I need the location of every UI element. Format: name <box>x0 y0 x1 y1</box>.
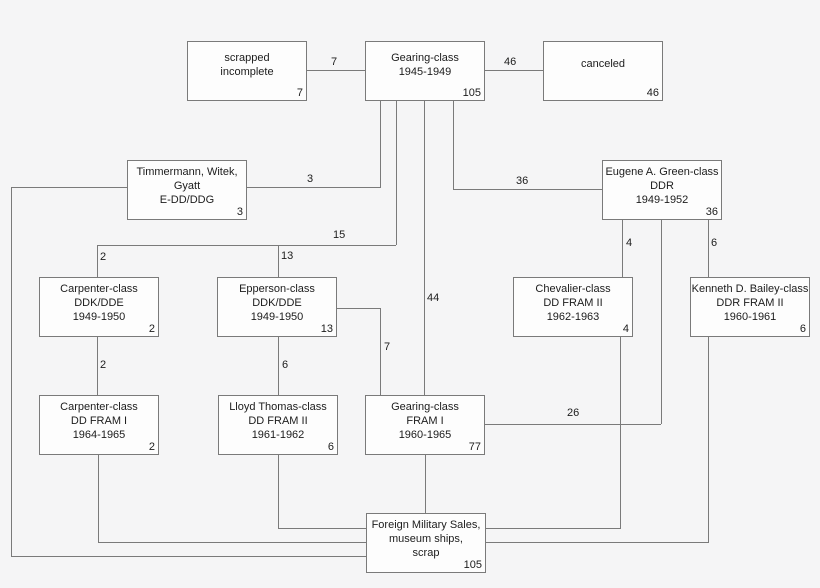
connector-lloydthomas-fms-v <box>278 455 279 528</box>
node-scrapped-incomplete: scrapped incomplete 7 <box>187 41 307 101</box>
node-title: Chevalier-class DD FRAM II 1962-1963 <box>535 283 611 323</box>
connector-chevalier-fms-v <box>620 337 621 529</box>
edge-label-epperson-gearingfram: 7 <box>384 341 391 353</box>
connector-carpenterfram-fms-h <box>98 542 366 543</box>
connector-gearing-timmermann-v <box>380 101 381 187</box>
node-count: 105 <box>463 559 482 571</box>
node-carpenter-class-fram1: Carpenter-class DD FRAM I 1964-1965 2 <box>39 395 159 455</box>
connector-carpenterddk-carpenterfram <box>97 337 98 395</box>
node-title: Lloyd Thomas-class DD FRAM II 1961-1962 <box>229 401 327 441</box>
node-title: Gearing-class FRAM I 1960-1965 <box>391 401 459 441</box>
connector-eugene-gearingfram-h <box>485 424 661 425</box>
node-gearing-class: Gearing-class 1945-1949 105 <box>365 41 485 101</box>
edge-label-gearing-ddkgroup: 15 <box>333 229 346 241</box>
node-count: 13 <box>320 323 333 335</box>
connector-gearing-gearingfram <box>424 101 425 395</box>
connector-epperson-gearingfram-v <box>380 308 381 395</box>
connector-timmermann-fms-v <box>11 187 12 557</box>
node-title: Gearing-class 1945-1949 <box>391 52 459 78</box>
node-title: Carpenter-class DDK/DDE 1949-1950 <box>60 283 138 323</box>
edge-label-gearing-timmermann: 3 <box>307 173 314 185</box>
node-title: Eugene A. Green-class DDR 1949-1952 <box>605 166 719 206</box>
connector-gearingfram-fms <box>425 455 426 513</box>
node-count: 7 <box>296 87 303 99</box>
connector-eugene-gearingfram-v <box>661 220 662 424</box>
node-count: 3 <box>236 206 243 218</box>
connector-epperson-gearingfram-h <box>337 308 381 309</box>
edge-label-eugene-kennethbailey: 6 <box>711 237 718 249</box>
node-count: 46 <box>646 87 659 99</box>
connector-kennethbailey-fms-h <box>486 542 708 543</box>
node-count: 4 <box>622 323 629 335</box>
connector-timmermann-left-h <box>11 187 127 188</box>
edge-label-carpenterddk-carpenterfram: 2 <box>100 359 107 371</box>
edge-label-gearing-scrapped: 7 <box>331 56 338 68</box>
connector-split-epperson <box>278 245 279 277</box>
connector-timmermann-fms-h <box>11 556 366 557</box>
connector-lloydthomas-fms-h <box>278 528 366 529</box>
connector-gearing-eugene-h <box>453 189 602 190</box>
connector-chevalier-fms-h <box>486 528 620 529</box>
edge-label-gearing-canceled: 46 <box>504 56 517 68</box>
node-title: Kenneth D. Bailey-class DDR FRAM II 1960… <box>691 283 809 323</box>
node-chevalier-class: Chevalier-class DD FRAM II 1962-1963 4 <box>513 277 633 337</box>
edge-label-split-epperson: 13 <box>281 250 294 262</box>
node-count: 77 <box>468 441 481 453</box>
node-foreign-military-sales: Foreign Military Sales, museum ships, sc… <box>366 513 486 573</box>
node-eugene-a-green-class: Eugene A. Green-class DDR 1949-1952 36 <box>602 160 722 220</box>
connector-eugene-chevalier <box>622 220 623 277</box>
node-title: Epperson-class DDK/DDE 1949-1950 <box>239 283 315 323</box>
connector-epperson-lloydthomas <box>278 337 279 395</box>
connector-gearing-canceled <box>485 70 543 71</box>
connector-kennethbailey-fms-v <box>708 337 709 543</box>
connector-carpenterfram-fms-v <box>98 455 99 542</box>
node-gearing-class-fram1: Gearing-class FRAM I 1960-1965 77 <box>365 395 485 455</box>
connector-gearing-scrapped <box>307 70 365 71</box>
node-timmermann-witek-gyatt: Timmermann, Witek, Gyatt E-DD/DDG 3 <box>127 160 247 220</box>
edge-label-gearing-gearingfram: 44 <box>427 292 440 304</box>
node-lloyd-thomas-class: Lloyd Thomas-class DD FRAM II 1961-1962 … <box>218 395 338 455</box>
node-kenneth-d-bailey-class: Kenneth D. Bailey-class DDR FRAM II 1960… <box>690 277 810 337</box>
node-count: 6 <box>799 323 806 335</box>
edge-label-split-carpenterddk: 2 <box>100 251 107 263</box>
connector-gearing-eugene-v <box>453 101 454 189</box>
connector-gearing-ddkgroup-v <box>396 101 397 245</box>
edge-label-epperson-lloydthomas: 6 <box>282 359 289 371</box>
node-carpenter-class-ddk: Carpenter-class DDK/DDE 1949-1950 2 <box>39 277 159 337</box>
node-title: Carpenter-class DD FRAM I 1964-1965 <box>60 401 138 441</box>
node-count: 2 <box>148 441 155 453</box>
edge-label-eugene-gearingfram: 26 <box>567 407 580 419</box>
edge-label-eugene-chevalier: 4 <box>626 237 633 249</box>
node-title: Timmermann, Witek, Gyatt E-DD/DDG <box>136 166 238 206</box>
node-count: 2 <box>148 323 155 335</box>
node-count: 36 <box>705 206 718 218</box>
node-title: Foreign Military Sales, museum ships, sc… <box>371 519 481 559</box>
edge-label-gearing-eugene: 36 <box>516 175 529 187</box>
connector-gearing-timmermann-h <box>247 187 381 188</box>
node-title: scrapped incomplete <box>220 52 274 78</box>
connector-gearing-ddkgroup-h <box>97 245 396 246</box>
node-epperson-class: Epperson-class DDK/DDE 1949-1950 13 <box>217 277 337 337</box>
node-canceled: canceled 46 <box>543 41 663 101</box>
node-title: canceled <box>580 58 626 70</box>
connector-eugene-kennethbailey <box>708 220 709 277</box>
connector-split-carpenterddk <box>97 245 98 277</box>
node-count: 6 <box>327 441 334 453</box>
node-count: 105 <box>462 87 481 99</box>
